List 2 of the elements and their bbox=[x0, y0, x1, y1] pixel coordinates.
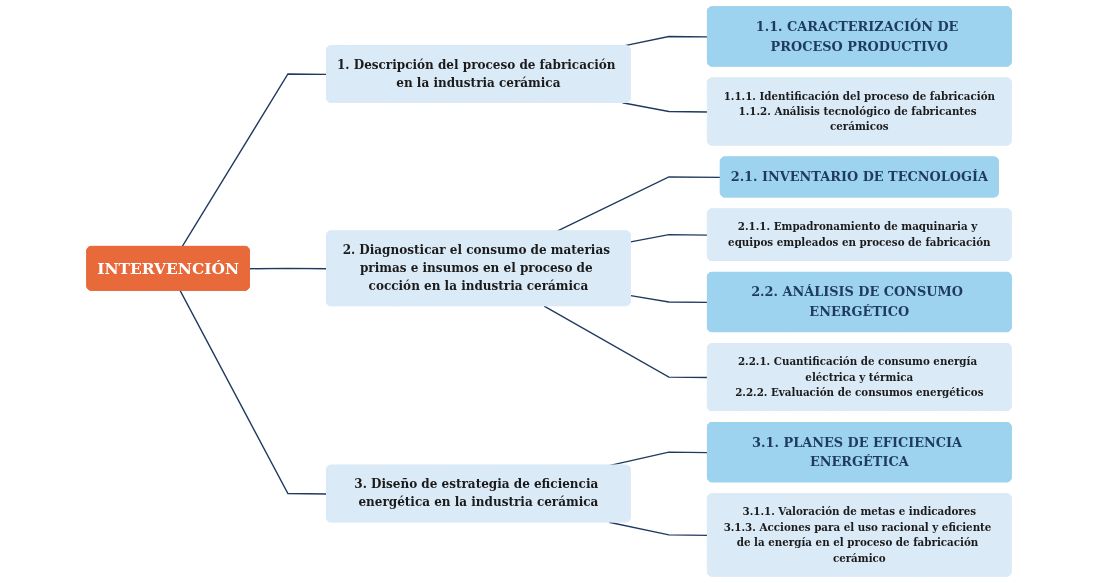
mind-map-diagram: INTERVENCIÓN 1. Descripción del proceso de fabricación en la industria cerámica 2. Diagnosticar el consumo de materias primas e insumos en el proceso de cocción en la industria cerámica 3. Diseño de estrategia de eficiencia energética en la industria cerámica 1.1. CARACTERIZACIÓN DE PROCESO PRODUCTIVO 1.1.1. Identificación del proceso de fabricación 1.1.2. Análisis tecnológico de fabricantes cerámicos 2.1. INVENTARIO DE TECNOLOGÍA 2.1.1. Empadronamiento de maquinaria y equipos empleados en proceso de fabricación 2.2. ANÁLISIS DE CONSUMO ENERGÉTICO 2.2.1. Cuantificación de consumo energía eléctrica y térmica 2.2.2. Evaluación de consumos energéticos 3.1. PLANES DE EFICIENCIA ENERGÉTICA 3.1.1. Valoración de metas e indicadores 3.1.3. Acciones para el uso racional y eficiente de la energía en el proceso de fabricación cerámico bbox=[80, 0, 1019, 583]
connector bbox=[556, 176, 722, 233]
